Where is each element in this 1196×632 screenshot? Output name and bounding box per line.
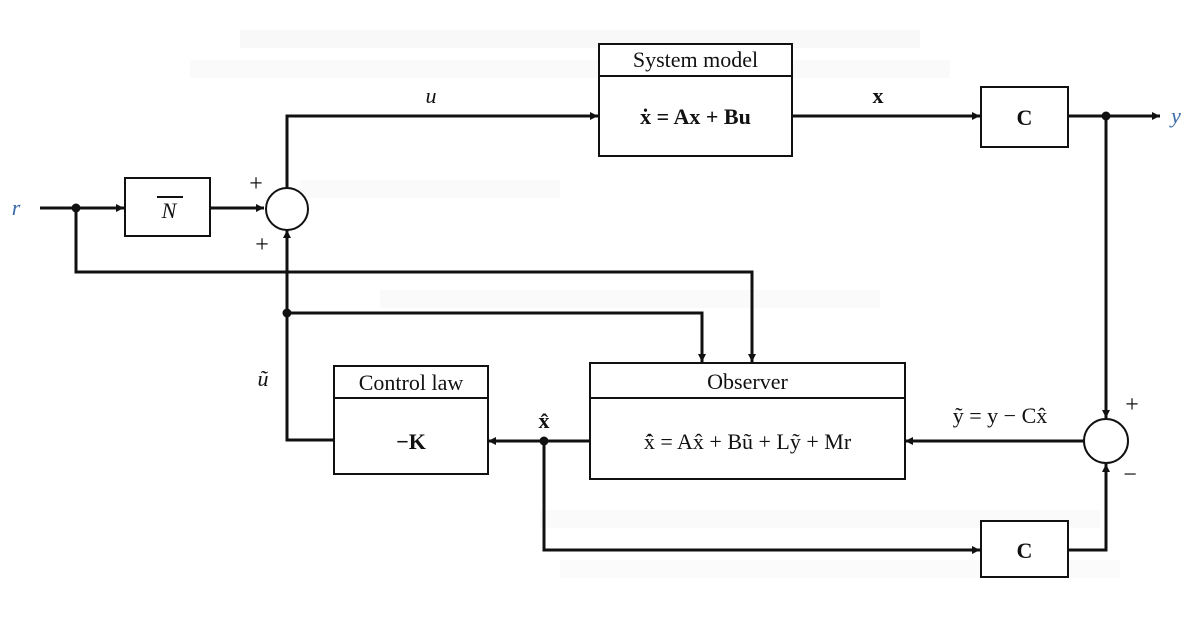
signal-x-label: x [873,83,884,108]
observer-block: Observer x̂̇ = Ax̂ + Bũ + Lỹ + Mr [589,362,906,480]
wire-r-to-observer [74,208,756,362]
wire-utilde-to-observer [287,311,706,362]
wire-control-to-sum [283,230,334,442]
signal-labels: r u x y ũ x̂ ỹ = y − Cx̂ [12,83,1181,433]
output-c-block: C [980,86,1069,148]
system-model-equation: ẋ = Ax + Bu [640,104,751,129]
output-c-label: C [1017,105,1033,130]
system-model-title: System model [633,47,758,72]
gain-n-block: N [124,177,211,237]
junction-dots [71,111,1111,446]
wire-xhat-to-c [542,441,980,554]
signal-u-label: u [426,83,437,108]
observer-c-block: C [980,520,1069,578]
control-law-block: Control law −K [333,365,489,475]
error-summing-junction: + − [1083,392,1139,488]
input-sum-top-sign: + [249,171,263,197]
wire-u-to-system [285,112,598,188]
observer-equation: x̂̇ = Ax̂ + Bũ + Lỹ + Mr [644,429,852,454]
signal-r-label: r [12,195,21,220]
signal-wires [40,112,1160,554]
control-law-title: Control law [359,370,464,395]
error-sum-top-sign: + [1125,392,1139,418]
observer-c-label: C [1017,538,1033,563]
signal-y-label: y [1169,103,1181,128]
signal-xhat-label: x̂ [539,408,550,433]
gain-n-label: N [161,198,178,223]
error-sum-bottom-sign: − [1123,462,1137,488]
junction-dot-utilde [282,308,292,318]
input-sum-bottom-sign: + [255,232,269,258]
input-summing-junction: + + [249,171,309,258]
signal-utilde-label: ũ [258,366,269,391]
junction-dot-r [71,203,81,213]
junction-dot-xhat [539,436,549,446]
system-model-block: System model ẋ = Ax + Bu [598,43,793,157]
observer-title: Observer [707,369,788,394]
junction-dot-y [1101,111,1111,121]
control-law-gain: −K [396,429,426,454]
wire-c-to-error-sum [1068,464,1110,552]
signal-ytilde-equation: ỹ = y − Cx̂ [953,403,1048,428]
